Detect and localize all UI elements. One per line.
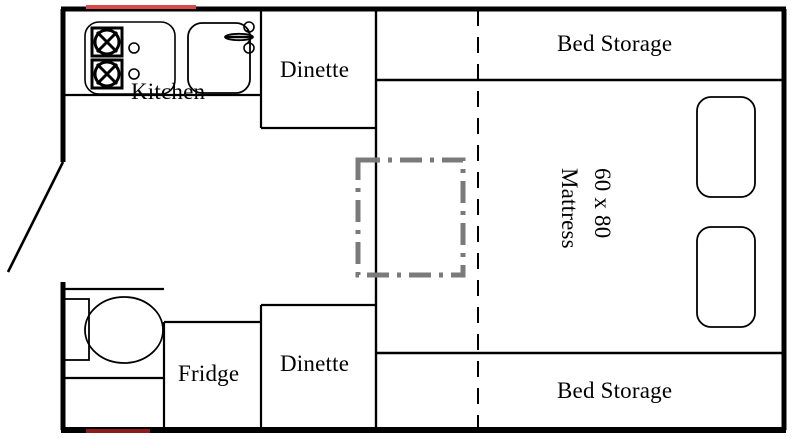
door-swing-line — [6, 161, 65, 273]
room-label-fridge: Fridge — [178, 361, 240, 386]
mattress-size-label: 60 x 80 — [590, 168, 615, 239]
room-label-bed-storage-bottom: Bed Storage — [557, 378, 673, 403]
outer-walls — [60, 6, 787, 433]
interior-partitions — [63, 9, 784, 430]
room-label-bed-storage-top: Bed Storage — [557, 31, 673, 56]
sink-basin — [187, 22, 251, 94]
stove-knob-icon[interactable] — [128, 68, 140, 80]
stove-burner-front-left-icon — [90, 26, 124, 58]
faucet-handle-icon[interactable] — [243, 21, 255, 33]
room-label-dinette-top: Dinette — [280, 57, 350, 82]
stove-burner-rear-left-icon — [90, 58, 124, 90]
room-label-dinette-bottom: Dinette — [280, 351, 350, 376]
entry-door[interactable] — [6, 161, 65, 273]
toilet-bowl — [84, 296, 164, 364]
stove-body — [84, 21, 176, 95]
stove[interactable] — [84, 21, 176, 95]
faucet-handle-icon[interactable] — [243, 42, 255, 54]
galley-hatch-outline — [355, 157, 466, 278]
window-upper[interactable] — [696, 96, 756, 198]
galley-hatch-dash-dot — [355, 157, 466, 278]
room-label-kitchen: Kitchen — [131, 79, 206, 104]
mattress-name-label: Mattress — [557, 168, 582, 249]
accent-strips — [86, 5, 196, 433]
window-lower-frame — [696, 226, 756, 328]
sink[interactable] — [187, 21, 255, 94]
toilet[interactable] — [61, 296, 164, 364]
window-lower[interactable] — [696, 226, 756, 328]
stove-knob-icon[interactable] — [128, 42, 140, 54]
window-upper-frame — [696, 96, 756, 198]
toilet-tank — [61, 298, 90, 361]
